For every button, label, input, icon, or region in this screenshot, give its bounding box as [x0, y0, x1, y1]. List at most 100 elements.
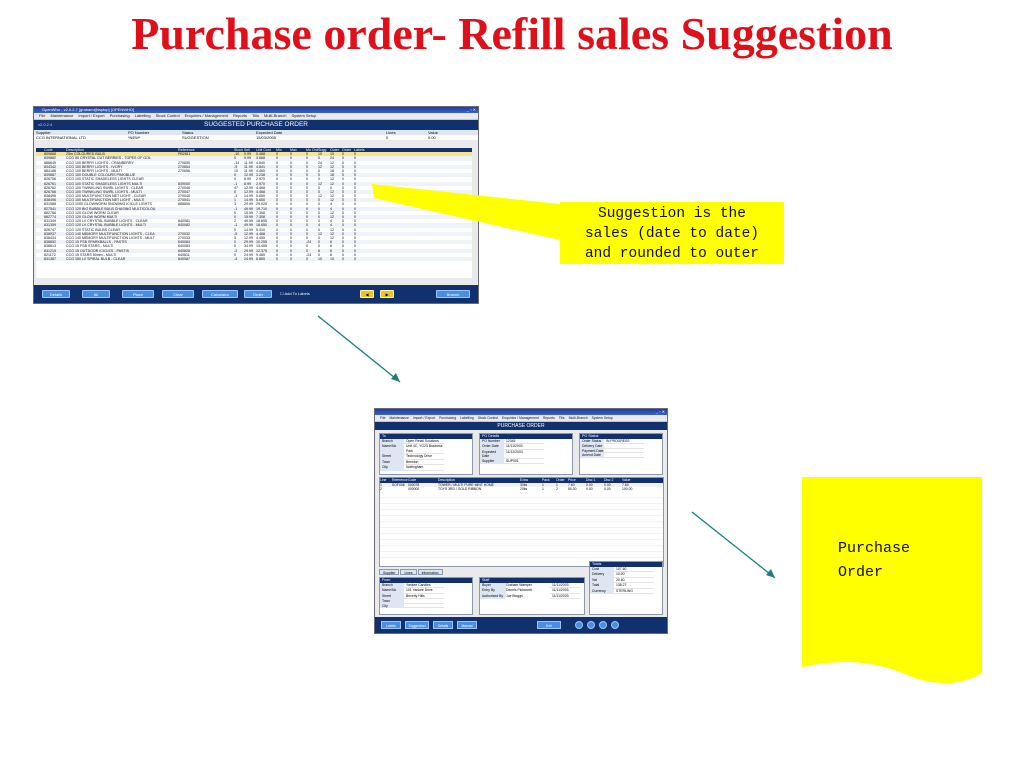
from-value[interactable]: 101 Yankee Drive: [404, 588, 444, 594]
menu2-item-9[interactable]: Multi-Branch: [568, 416, 588, 420]
po-value[interactable]: 12345: [504, 439, 544, 445]
menu2-item-10[interactable]: System Setup: [591, 416, 613, 420]
menu-item-0[interactable]: File: [39, 113, 46, 118]
menu2-item-5[interactable]: Stock Control: [477, 416, 499, 420]
menu-item-3[interactable]: Purchasing: [109, 113, 130, 118]
menu2-item-2[interactable]: Import / Export: [412, 416, 436, 420]
po-value[interactable]: SUP001: [504, 459, 544, 465]
details-button[interactable]: Details: [42, 290, 70, 298]
exit-button[interactable]: Exit: [537, 621, 561, 629]
to-value[interactable]: Unit 4C, YG23 Business Park: [404, 444, 444, 455]
field-value[interactable]: SUGGESTION: [182, 135, 209, 140]
totals-value[interactable]: 10.00: [614, 572, 654, 578]
staff-name[interactable]: Joe Bloggs: [506, 593, 523, 598]
from-value[interactable]: Yankee Candles: [404, 583, 444, 589]
next-record-icon[interactable]: [599, 621, 607, 629]
menu2-item-1[interactable]: Maintenance: [389, 416, 409, 420]
staff-name[interactable]: Dennis Pickworth: [506, 588, 533, 593]
menu2-item-4[interactable]: Labelling: [460, 416, 474, 420]
to-value[interactable]: Nottingham: [404, 465, 444, 472]
totals-value[interactable]: STERLING: [614, 589, 654, 595]
next-icon[interactable]: ▶: [380, 290, 394, 298]
menu2-item-7[interactable]: Reports: [542, 416, 555, 420]
first-record-icon[interactable]: [575, 621, 583, 629]
to-value[interactable]: Beeston: [404, 460, 444, 466]
to-value[interactable]: Technology Drive: [404, 454, 444, 460]
staff-date[interactable]: 11/11/2003: [550, 594, 580, 600]
details-button-2[interactable]: Details: [433, 621, 453, 629]
prev-icon[interactable]: ◀: [360, 290, 374, 298]
order-button[interactable]: Order: [244, 290, 272, 298]
calculator-button[interactable]: Calculator: [202, 290, 238, 298]
menu2-item-0[interactable]: File: [380, 416, 386, 420]
menu-item-5[interactable]: Stock Control: [155, 113, 180, 118]
field-value[interactable]: 0.00: [428, 135, 436, 140]
field-value[interactable]: 15/03/2005: [256, 135, 277, 140]
field-value[interactable]: CCG INTERNATIONAL LTD: [36, 135, 86, 140]
menu-item-2[interactable]: Import / Export: [78, 113, 105, 118]
status-value[interactable]: [604, 453, 644, 458]
tab-supplier[interactable]: Supplier: [379, 569, 400, 575]
last-record-icon[interactable]: [611, 621, 619, 629]
from-value[interactable]: Beverly Hills: [404, 594, 444, 600]
from-value[interactable]: [404, 599, 444, 604]
menu-item-9[interactable]: Multi-Branch: [263, 113, 287, 118]
totals-value[interactable]: 20.60: [614, 578, 654, 584]
field-value[interactable]: *NEW*: [128, 135, 141, 140]
tab-information[interactable]: Information: [417, 569, 443, 575]
menu2-item-6[interactable]: Enquiries / Management: [502, 416, 539, 420]
menu-item-7[interactable]: Reports: [233, 113, 248, 118]
po-value[interactable]: 11/11/2003: [504, 444, 544, 450]
menu-item-8[interactable]: Tills: [252, 113, 259, 118]
staff-date[interactable]: 11/11/2003: [550, 588, 580, 594]
menu2-item-3[interactable]: Purchasing: [439, 416, 457, 420]
branch-button[interactable]: Branch: [436, 290, 470, 298]
menu-item-6[interactable]: Enquiries / Management: [184, 113, 228, 118]
status-value[interactable]: IN PROGRESS: [604, 439, 644, 445]
prev-record-icon[interactable]: [587, 621, 595, 629]
manual-button[interactable]: Manual: [457, 621, 477, 629]
place-button[interactable]: Place: [122, 290, 154, 298]
status-value[interactable]: [604, 444, 644, 449]
window-controls-2[interactable]: _ ▫ ✕: [655, 409, 665, 414]
tab-lines[interactable]: Lines: [400, 569, 417, 575]
menu-item-1[interactable]: Maintenance: [50, 113, 74, 118]
menu-item-4[interactable]: Labelling: [134, 113, 151, 118]
totals-value[interactable]: 107.60: [614, 567, 654, 573]
window-controls[interactable]: _ ▫ ✕: [466, 107, 476, 112]
from-value[interactable]: [404, 604, 444, 609]
po-value[interactable]: 11/12/2003: [504, 450, 544, 459]
totals-value[interactable]: 138.27: [614, 583, 654, 589]
clear-button[interactable]: Clear: [162, 290, 194, 298]
staff-date[interactable]: 11/11/2003: [550, 583, 580, 589]
staff-name[interactable]: Graham Wamper: [506, 582, 532, 587]
add-to-labels-checkbox[interactable]: ☐ Add To Labels: [280, 291, 310, 296]
field-value[interactable]: 0: [386, 135, 389, 140]
labels-button[interactable]: Labels: [381, 621, 401, 629]
